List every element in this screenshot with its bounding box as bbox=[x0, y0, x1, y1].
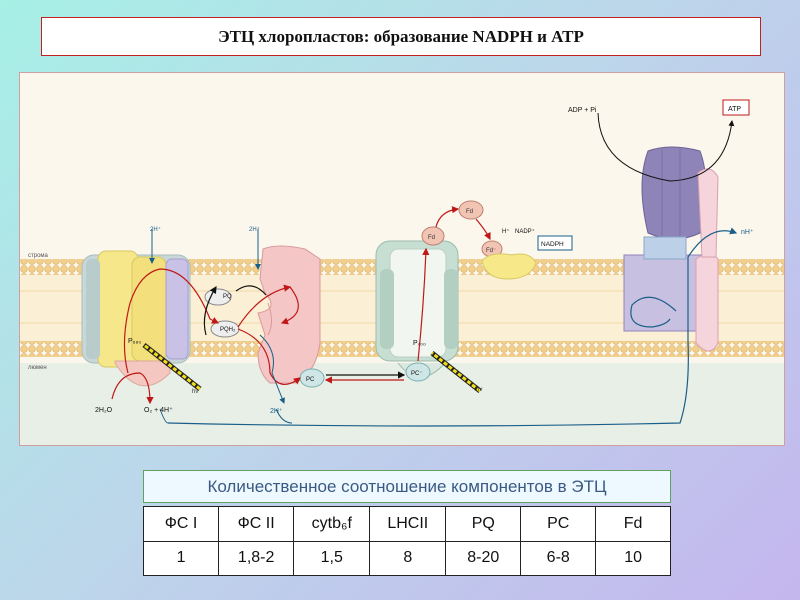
pc-reduced-carrier bbox=[405, 362, 431, 382]
fd-label-2: Fd bbox=[466, 209, 473, 215]
subtitle: Количественное соотношение компонентов в… bbox=[207, 476, 607, 496]
pc-label-2: PC⁻ bbox=[411, 371, 423, 377]
h2-stroma-label-2: 2H⁺ bbox=[249, 226, 260, 233]
o2-label: O₂ + 4H⁺ bbox=[144, 407, 173, 414]
table-header-cell: PQ bbox=[445, 506, 522, 542]
table-header-row: ФС I ФС II cytb₆f LHCII PQ PC Fd bbox=[142, 506, 671, 542]
atp-synthesis-arrow bbox=[597, 112, 735, 182]
page-title: ЭТЦ хлоропластов: образование NADPH и AT… bbox=[218, 26, 584, 46]
lumen-label: люмен bbox=[28, 365, 47, 371]
hv-label-1: hv bbox=[192, 389, 198, 395]
h-nadp-label: H⁺ bbox=[502, 228, 510, 235]
table-header-cell: Fd bbox=[595, 506, 671, 542]
photosystem-ii: P₆₈₀ bbox=[81, 250, 191, 387]
nadph-label: NADPH bbox=[541, 241, 564, 248]
hv-label-2: hv bbox=[476, 387, 482, 393]
atp-synthase bbox=[623, 146, 719, 352]
p680-label: P₆₈₀ bbox=[128, 338, 141, 345]
h2-stroma-label-1: 2H⁺ bbox=[150, 226, 161, 233]
fd-bound bbox=[421, 226, 445, 246]
table-cell: 1 bbox=[142, 540, 220, 576]
nadph-box bbox=[537, 235, 573, 251]
cytochrome-b6f bbox=[257, 245, 321, 384]
subtitle-banner: Количественное соотношение компонентов в… bbox=[143, 470, 671, 503]
table-header-cell: LHCII bbox=[369, 506, 447, 542]
nadp-label: NADP⁺ bbox=[515, 228, 535, 235]
table-cell: 1,8-2 bbox=[218, 540, 295, 576]
atp-label: ATP bbox=[728, 106, 741, 113]
table-header-cell: ФС II bbox=[218, 506, 295, 542]
pq-label: PQ bbox=[223, 294, 232, 300]
photosystem-i: P₇₀₀ bbox=[375, 240, 459, 378]
pqh2-label: PQH₂ bbox=[220, 327, 236, 333]
table-cell: 8 bbox=[369, 540, 447, 576]
etc-diagram: строма люмен P₆₈₀ P₇₀₀ Fd bbox=[19, 72, 785, 446]
h2o-label: 2H₂O bbox=[95, 407, 113, 414]
etc-diagram-svg: строма люмен P₆₈₀ P₇₀₀ Fd bbox=[20, 99, 784, 445]
table-cell: 8-20 bbox=[445, 540, 522, 576]
adp-label: ADP + Pi bbox=[568, 107, 597, 114]
table-row: 1 1,8-2 1,5 8 8-20 6-8 10 bbox=[142, 540, 671, 576]
fd-label-3: Fd⁻ bbox=[486, 248, 496, 254]
ratio-table: ФС I ФС II cytb₆f LHCII PQ PC Fd 1 1,8-2… bbox=[142, 506, 671, 576]
fd-label-1: Fd bbox=[428, 235, 435, 241]
table-cell: 6-8 bbox=[520, 540, 597, 576]
table-cell: 1,5 bbox=[293, 540, 371, 576]
atp-box bbox=[722, 99, 750, 116]
pc-label-1: PC bbox=[306, 377, 315, 383]
nh-label: nH⁺ bbox=[741, 229, 754, 236]
table-header-cell: PC bbox=[520, 506, 597, 542]
table-header-cell: ФС I bbox=[142, 506, 220, 542]
stroma-label: строма bbox=[28, 253, 49, 259]
table-header-cell: cytb₆f bbox=[293, 506, 371, 542]
title-banner: ЭТЦ хлоропластов: образование NADPH и AT… bbox=[41, 17, 761, 56]
h2-lumen-label: 2H⁺ bbox=[270, 408, 283, 415]
fnr-enzyme bbox=[481, 253, 537, 280]
table-cell: 10 bbox=[595, 540, 671, 576]
